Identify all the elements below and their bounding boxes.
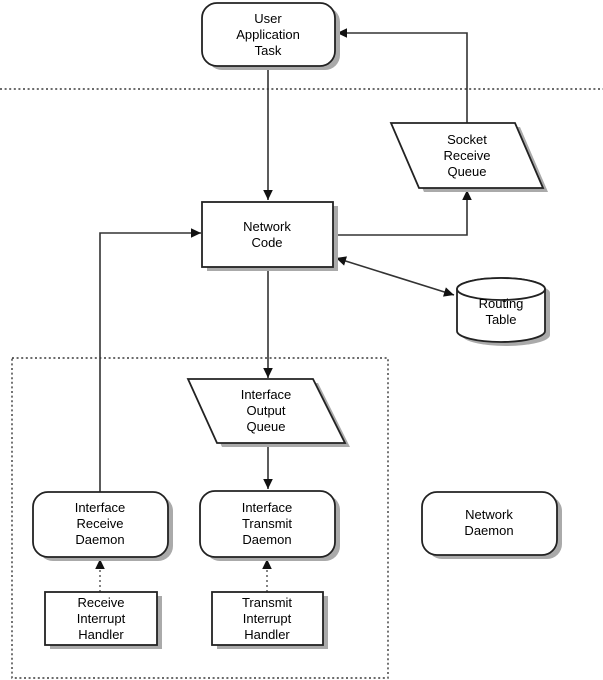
arrow-network-code-to-socket-queue bbox=[333, 190, 472, 236]
node-interface-transmit-daemon bbox=[199, 490, 340, 561]
node-network-code bbox=[201, 201, 338, 271]
node-user-application-task bbox=[201, 2, 340, 70]
node-routing-table bbox=[456, 277, 550, 346]
arrow-network-code-routing-table-bidirectional bbox=[335, 256, 455, 297]
node-socket-receive-queue bbox=[389, 122, 548, 192]
driver-region-dotted-border bbox=[11, 357, 389, 679]
node-transmit-interrupt-handler bbox=[211, 591, 328, 649]
node-interface-output-queue bbox=[186, 378, 350, 447]
node-network-daemon bbox=[421, 491, 562, 559]
node-receive-interrupt-handler bbox=[44, 591, 162, 649]
node-interface-receive-daemon bbox=[32, 491, 173, 561]
arrow-socket-queue-to-task bbox=[337, 28, 468, 123]
arrow-receive-daemon-to-network-code bbox=[99, 228, 201, 492]
